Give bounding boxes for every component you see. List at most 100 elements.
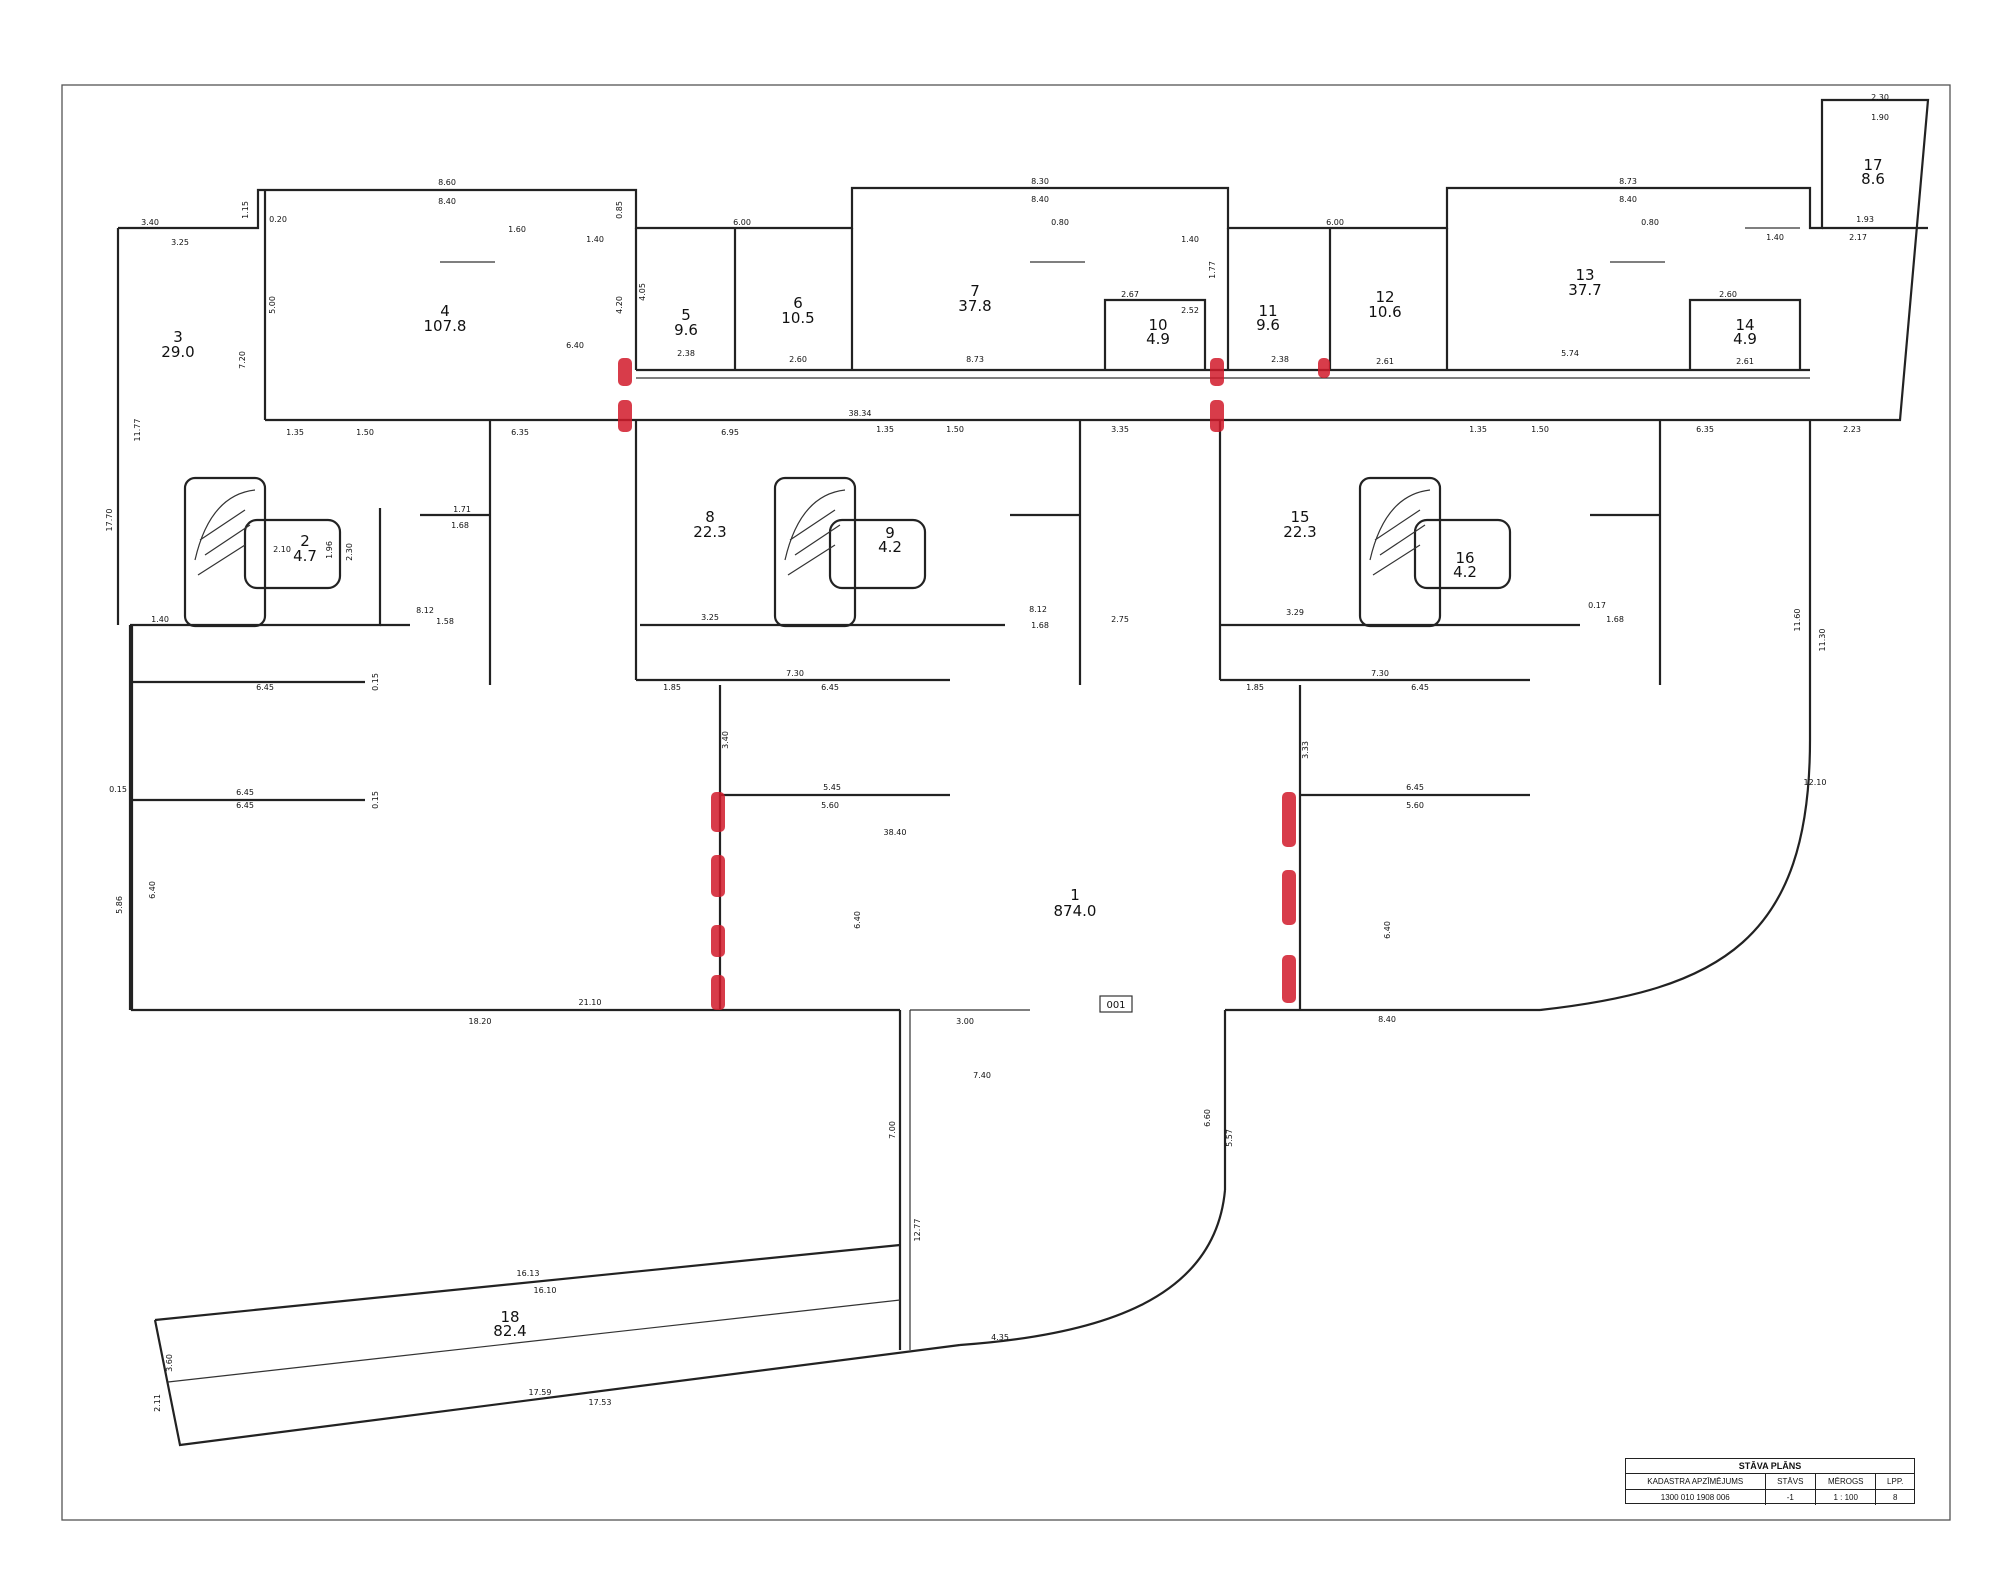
dimension-label: 7.20 [238,351,247,369]
dimension-label: 7.00 [888,1121,897,1139]
dimension-label: 1.15 [241,201,250,219]
room-number: 17 [1863,156,1882,174]
dimension-label: 5.86 [115,896,124,914]
dimension-label: 3.25 [171,238,189,247]
dimension-label: 3.29 [1286,608,1304,617]
dimension-label: 8.60 [438,178,456,187]
dimension-label: 1.50 [1531,425,1549,434]
room-number: 16 [1455,549,1474,567]
dimension-label: 7.40 [973,1071,991,1080]
dimension-label: 1.50 [356,428,374,437]
dimension-label: 3.00 [956,1017,974,1026]
title-block-label-row: KADASTRA APZĪMĒJUMS STĀVS MĒROGS LPP. [1626,1474,1914,1490]
room-number: 14 [1735,316,1754,334]
dimension-label: 1.90 [1871,113,1889,122]
dimension-label: 3.25 [701,613,719,622]
dimension-label: 0.80 [1641,218,1659,227]
dimension-label: 2.61 [1736,357,1754,366]
dimension-label: 6.00 [1326,218,1344,227]
dimension-labels: 8.60 8.40 3.40 3.25 1.15 0.20 0.85 1.60 … [105,93,1889,1412]
scale-value: 1 : 100 [1816,1490,1877,1505]
dimension-label: 2.30 [1871,93,1889,102]
entrance-box [1099,995,1133,1013]
dimension-label: 0.80 [1051,218,1069,227]
dimension-label: 5.57 [1225,1129,1234,1147]
title-block: STĀVA PLĀNS KADASTRA APZĪMĒJUMS STĀVS MĒ… [1625,1458,1915,1505]
marker [1282,955,1296,1003]
dimension-label: 8.40 [1619,195,1637,204]
sheet-border [61,84,1951,1521]
dimension-label: 17.59 [529,1388,552,1397]
dimension-label: 4.35 [991,1333,1009,1342]
room-number: 10 [1148,316,1167,334]
dimension-label: 4.05 [638,283,647,301]
dimension-label: 6.00 [733,218,751,227]
room-area: 22.3 [1283,523,1316,541]
room-area: 4.9 [1146,330,1170,348]
dimension-label: 11.60 [1793,609,1802,632]
dimension-label: 11.77 [133,419,142,442]
dimension-label: 17.70 [105,509,114,532]
floor-value: -1 [1766,1490,1817,1505]
marker [1210,358,1224,386]
room-17-label: 178.6 [1861,156,1885,188]
marker [1210,400,1224,432]
scale-label: MĒROGS [1816,1474,1877,1489]
dimension-label: 12.10 [1804,778,1827,787]
dimension-label: 0.17 [1588,601,1606,610]
dimension-label: 6.40 [1383,921,1392,939]
dimension-label: 2.60 [789,355,807,364]
outer-walls [116,98,1930,1447]
dimension-label: 4.20 [615,296,624,314]
dimension-label: 6.35 [511,428,529,437]
corridor-walls [265,368,1810,422]
dimension-label: 8.12 [416,606,434,615]
dimension-label: 2.75 [1111,615,1129,624]
marker [1282,792,1296,847]
dimension-label: 2.60 [1719,290,1737,299]
room-area: 82.4 [493,1322,526,1340]
dimension-label: 16.10 [534,1286,557,1295]
marker [1282,870,1296,925]
dimension-label: 8.40 [1031,195,1049,204]
title-block-heading: STĀVA PLĀNS [1626,1459,1914,1474]
room-area: 4.7 [293,547,317,565]
dimension-label: 6.45 [821,683,839,692]
dimension-label: 8.73 [1619,177,1637,186]
room-number: 9 [885,524,895,542]
dimension-label: 6.45 [236,801,254,810]
dimension-label: 6.45 [1406,783,1424,792]
dimension-label: 6.60 [1203,1109,1212,1127]
dimension-label: 2.10 [273,545,291,554]
dimension-label: 0.85 [615,201,624,219]
dimension-label: 1.96 [325,541,334,559]
dimension-label: 2.67 [1121,290,1139,299]
room-area: 22.3 [693,523,726,541]
dimension-label: 1.60 [508,225,526,234]
dimension-label: 1.35 [286,428,304,437]
room-number: 11 [1258,302,1277,320]
dimension-label: 6.40 [566,341,584,350]
dimension-label: 5.60 [1406,801,1424,810]
dimension-label: 1.71 [453,505,471,514]
dimension-label: 2.11 [153,1394,162,1412]
dimension-label: 5.00 [268,296,277,314]
room-6-label: 610.5 [781,294,814,327]
dimension-label: 1.93 [1856,215,1874,224]
dimension-label: 3.40 [721,731,730,749]
dimension-label: 5.74 [1561,349,1579,358]
stair-cores [183,476,1512,628]
room-number: 4 [440,302,450,320]
room-area: 10.5 [781,309,814,327]
room-number: 1 [1070,886,1080,904]
dimension-label: 2.52 [1181,306,1199,315]
dimension-label: 0.15 [109,785,127,794]
dimension-label: 1.68 [1031,621,1049,630]
room-area: 4.2 [1453,563,1477,581]
dimension-label: 2.38 [677,349,695,358]
dimension-label: 5.60 [821,801,839,810]
dimension-label: 7.30 [1371,669,1389,678]
dimension-label: 6.40 [853,911,862,929]
